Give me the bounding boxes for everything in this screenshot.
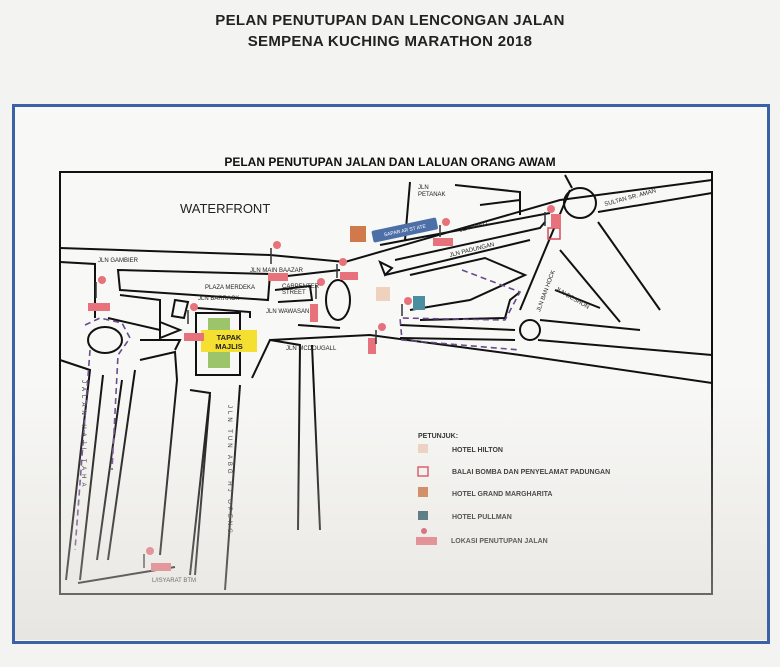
closure-icon	[544, 205, 561, 228]
closure-icon	[401, 297, 412, 316]
street-label: L/ISYARAT BTM	[152, 578, 196, 584]
street-label: JLN DESHON	[554, 287, 590, 311]
street-labels: WATERFRONT JLN GAMBIER JLN MAIN BAAZAR P…	[80, 185, 657, 584]
waterfront-label: WATERFRONT	[180, 201, 270, 216]
street-label: JALAN HAJI TAHA	[80, 380, 86, 490]
legend-swatch-hilton	[418, 444, 428, 453]
street-label: CARPENTER	[282, 284, 320, 290]
legend-swatch-bomba	[417, 466, 429, 477]
legend-label: HOTEL HILTON	[452, 447, 503, 454]
legend-label: HOTEL GRAND MARGHARITA	[452, 491, 552, 498]
street-label: STREET	[282, 290, 306, 296]
street-label: JLN TUN ABG HJ OPENG	[226, 405, 232, 536]
closure-icon	[310, 278, 325, 322]
roundabout-central	[325, 279, 351, 321]
hotel-grand-margharita-marker	[350, 226, 366, 242]
venue-label-1: TAPAK	[217, 333, 242, 342]
street-label: PLAZA MERDEKA	[205, 285, 255, 291]
legend: PETUNJUK: HOTEL HILTON BALAI BOMBA DAN P…	[416, 433, 610, 545]
street-label: JLN BARRACK	[198, 296, 239, 302]
closure-icon	[88, 276, 110, 311]
closure-icon	[184, 303, 204, 341]
roundabout-southeast	[519, 319, 541, 341]
street-label: PETANAK	[418, 192, 446, 198]
header-title-line2: SEMPENA KUCHING MARATHON 2018	[247, 33, 533, 50]
street-label: JLN MCDOUGALL	[286, 346, 337, 352]
street-label: JLN	[418, 185, 429, 191]
venue-label-box	[201, 330, 257, 352]
closure-icon	[336, 258, 358, 280]
legend-title: PETUNJUK:	[418, 433, 458, 440]
header-title-line1: PELAN PENUTUPAN DAN LENCONGAN JALAN	[215, 12, 565, 29]
street-label: JLN MAIN BAAZAR	[250, 268, 304, 274]
closure-icon	[268, 241, 288, 281]
street-label: JLN WAWASAN	[266, 309, 309, 315]
legend-swatch-margharita	[418, 487, 428, 497]
legend-swatch-pullman	[418, 511, 428, 520]
street-label: JLN ABELL	[459, 220, 491, 234]
closure-icon	[433, 218, 453, 246]
legend-label: HOTEL PULLMAN	[452, 514, 512, 521]
map-title: PELAN PENUTUPAN JALAN DAN LALUAN ORANG A…	[224, 155, 555, 169]
legend-closure-icon	[416, 528, 437, 545]
closure-icon	[368, 323, 386, 354]
roundabout-west	[87, 326, 123, 354]
legend-label: LOKASI PENUTUPAN JALAN	[451, 538, 548, 545]
street-label: JLN GAMBIER	[98, 258, 139, 264]
venue-label-2: MAJLIS	[215, 342, 243, 351]
closure-icon	[143, 547, 171, 571]
landmarks: SAPAR AR ST ATE TAPAK MAJLIS	[201, 217, 561, 352]
hotel-pullman-marker	[413, 296, 425, 310]
legend-label: BALAI BOMBA DAN PENYELAMAT PADUNGAN	[452, 469, 610, 476]
hotel-hilton-marker	[376, 287, 390, 301]
